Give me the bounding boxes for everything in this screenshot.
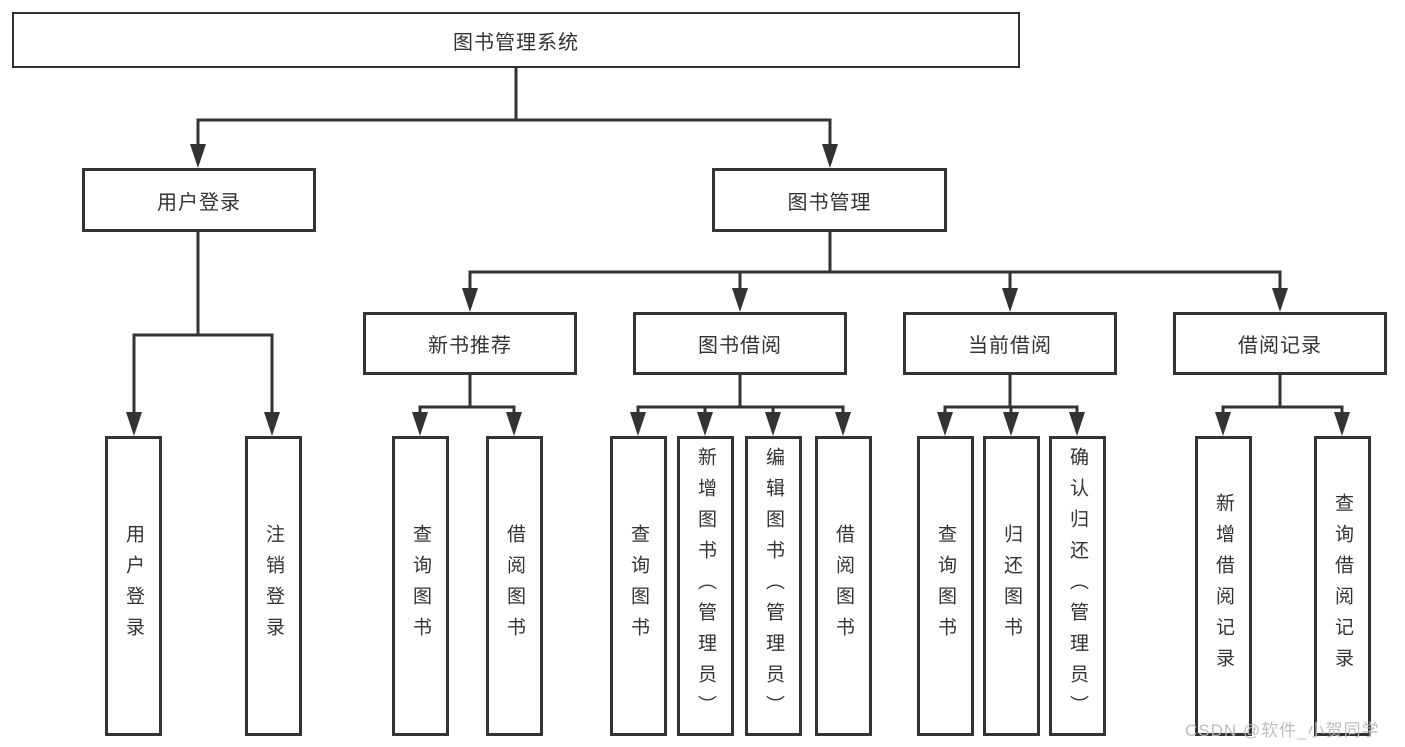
arrowhead [506, 412, 522, 436]
node-book-borrow: 图书借阅 [633, 312, 847, 375]
leaf-return-book: 归还图书 [983, 436, 1040, 736]
leaf-label: 查询借阅记录 [1332, 493, 1353, 679]
arrowhead [835, 412, 851, 436]
node-current-borrow: 当前借阅 [903, 312, 1117, 375]
arrowhead [630, 412, 646, 436]
leaf-label: 借阅图书 [833, 524, 854, 648]
connector-newbook-to-leaves [418, 375, 516, 424]
leaf-query-books-1: 查询图书 [392, 436, 449, 736]
connector-bookborrow-to-leaves [636, 375, 845, 424]
leaf-logout: 注销登录 [245, 436, 302, 736]
connector-bookmgmt-to-level3 [468, 232, 1282, 300]
node-label: 用户登录 [157, 191, 241, 214]
leaf-label: 新增借阅记录 [1213, 493, 1234, 679]
arrowhead [190, 144, 206, 168]
leaf-query-books-2: 查询图书 [610, 436, 667, 736]
leaf-query-borrow-record: 查询借阅记录 [1314, 436, 1371, 736]
node-label: 图书借阅 [698, 335, 782, 357]
arrowhead [1215, 412, 1231, 436]
leaf-label: 借阅图书 [504, 524, 525, 648]
leaf-label: 查询图书 [628, 524, 649, 648]
node-borrow-record: 借阅记录 [1173, 312, 1387, 375]
connector-userlogin-to-leaves [132, 232, 274, 424]
node-book-management-branch: 图书管理 [712, 168, 947, 232]
leaf-edit-book-admin: 编辑图书（管理员） [745, 436, 802, 736]
arrowhead [1069, 412, 1085, 436]
leaf-label: 编辑图书（管理员） [763, 446, 784, 726]
arrowhead [697, 412, 713, 436]
node-label: 当前借阅 [968, 335, 1052, 357]
leaf-user-login: 用户登录 [105, 436, 162, 736]
node-label: 图书管理 [787, 191, 872, 214]
arrowhead [126, 412, 142, 436]
node-root-label: 图书管理系统 [453, 31, 579, 54]
leaf-label: 确认归还（管理员） [1067, 446, 1088, 726]
connector-currentborrow-to-leaves [943, 375, 1079, 424]
leaf-label: 查询图书 [935, 524, 956, 648]
leaf-add-borrow-record: 新增借阅记录 [1195, 436, 1252, 736]
leaf-confirm-return-admin: 确认归还（管理员） [1049, 436, 1106, 736]
arrowhead [462, 288, 478, 312]
leaf-label: 查询图书 [410, 524, 431, 648]
csdn-watermark: CSDN @软件_小贺同学 [1185, 721, 1380, 740]
node-label: 借阅记录 [1238, 335, 1322, 357]
connector-root-to-level2 [196, 68, 832, 156]
node-user-login-branch: 用户登录 [82, 168, 316, 232]
leaf-borrow-books-2: 借阅图书 [815, 436, 872, 736]
arrowhead [1334, 412, 1350, 436]
leaf-query-books-3: 查询图书 [917, 436, 974, 736]
arrowhead [264, 412, 280, 436]
arrowhead [822, 144, 838, 168]
arrowhead [732, 288, 748, 312]
leaf-label: 归还图书 [1001, 524, 1022, 648]
leaf-borrow-books-1: 借阅图书 [486, 436, 543, 736]
arrowhead [412, 412, 428, 436]
node-new-book-recommend: 新书推荐 [363, 312, 577, 375]
arrowhead [1003, 412, 1019, 436]
arrowhead [765, 412, 781, 436]
arrowhead [1002, 288, 1018, 312]
leaf-label: 新增图书（管理员） [695, 446, 716, 726]
node-label: 新书推荐 [428, 335, 512, 357]
leaf-label: 用户登录 [123, 524, 144, 648]
arrowhead [1272, 288, 1288, 312]
leaf-add-book-admin: 新增图书（管理员） [677, 436, 734, 736]
arrowhead [937, 412, 953, 436]
node-root-system: 图书管理系统 [12, 12, 1020, 68]
connector-borrowrecord-to-leaves [1221, 375, 1344, 424]
leaf-label: 注销登录 [263, 524, 284, 648]
